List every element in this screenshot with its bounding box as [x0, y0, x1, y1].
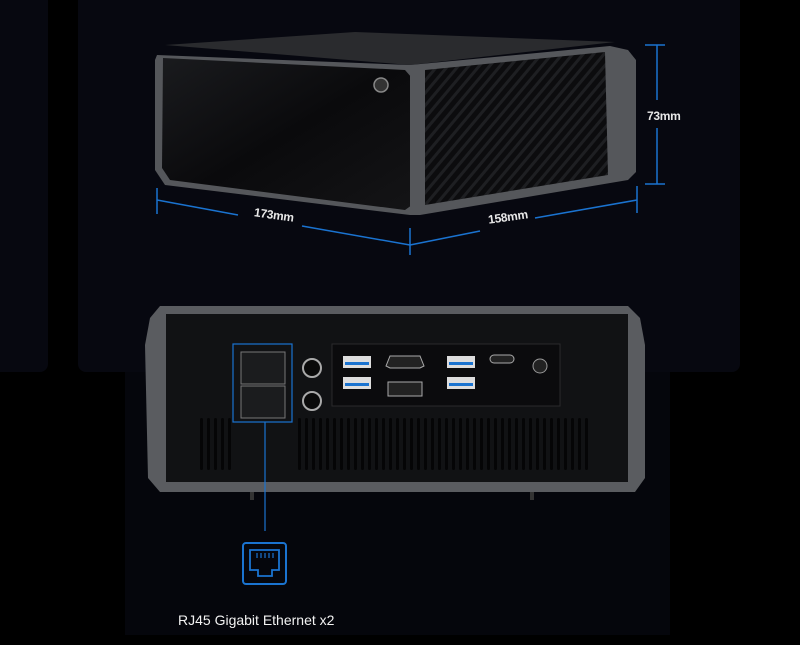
- vent-slot: [452, 418, 455, 470]
- audio-jack-1: [302, 358, 322, 378]
- vent-slot: [410, 418, 413, 470]
- vent-slot: [368, 418, 371, 470]
- height-dimension-label: 73mm: [647, 109, 681, 123]
- rj45-highlight-box: [232, 343, 293, 423]
- rj45-port-1: [240, 351, 286, 385]
- callout-label: RJ45 Gigabit Ethernet x2: [178, 612, 335, 628]
- vent-slot: [312, 418, 315, 470]
- vent-slot: [508, 418, 511, 470]
- vent-slot: [557, 418, 560, 470]
- displayport-port: [387, 381, 423, 397]
- vent-slot: [424, 418, 427, 470]
- vent-slot: [529, 418, 532, 470]
- power-button: [373, 77, 389, 93]
- audio-jack-2: [302, 391, 322, 411]
- vent-slot: [200, 418, 203, 470]
- vent-slot: [319, 418, 322, 470]
- rj45-port-2: [240, 385, 286, 419]
- dimension-lines: [156, 44, 665, 255]
- vent-slot: [333, 418, 336, 470]
- background-panel-left: [0, 0, 48, 372]
- vent-slot: [214, 418, 217, 470]
- vent-slot: [431, 418, 434, 470]
- vent-slot: [459, 418, 462, 470]
- vent-slot: [515, 418, 518, 470]
- vent-slot: [298, 418, 301, 470]
- vent-slot: [396, 418, 399, 470]
- dc-power-jack: [532, 358, 548, 374]
- vent-slot: [578, 418, 581, 470]
- vent-slot: [564, 418, 567, 470]
- ethernet-port-icon: [242, 542, 287, 585]
- io-panel: [331, 343, 561, 407]
- vent-slot: [466, 418, 469, 470]
- vent-slot: [228, 418, 231, 470]
- vent-slot: [480, 418, 483, 470]
- vent-slot: [438, 418, 441, 470]
- device-rear-view: [145, 306, 645, 500]
- vent-slot: [389, 418, 392, 470]
- vent-slot: [326, 418, 329, 470]
- vent-slot: [375, 418, 378, 470]
- vent-slot: [571, 418, 574, 470]
- vent-slot: [347, 418, 350, 470]
- vent-slot: [354, 418, 357, 470]
- vent-slot: [382, 418, 385, 470]
- vent-slot: [522, 418, 525, 470]
- vent-slot: [221, 418, 224, 470]
- usb-ports: [343, 356, 475, 389]
- vent-slot: [403, 418, 406, 470]
- vent-slot: [543, 418, 546, 470]
- vent-slot: [340, 418, 343, 470]
- vent-slot: [487, 418, 490, 470]
- vent-slot: [550, 418, 553, 470]
- usb-c-port: [489, 354, 515, 364]
- hdmi-port: [385, 355, 425, 369]
- device-iso-view: [155, 32, 636, 215]
- vent-slot: [585, 418, 588, 470]
- vent-slot: [207, 418, 210, 470]
- vent-slot: [473, 418, 476, 470]
- vent-slot: [536, 418, 539, 470]
- vent-slot: [501, 418, 504, 470]
- vent-slot: [494, 418, 497, 470]
- vent-slot: [445, 418, 448, 470]
- vent-slot: [361, 418, 364, 470]
- vent-slot: [417, 418, 420, 470]
- vent-grille: [200, 418, 588, 470]
- vent-slot: [305, 418, 308, 470]
